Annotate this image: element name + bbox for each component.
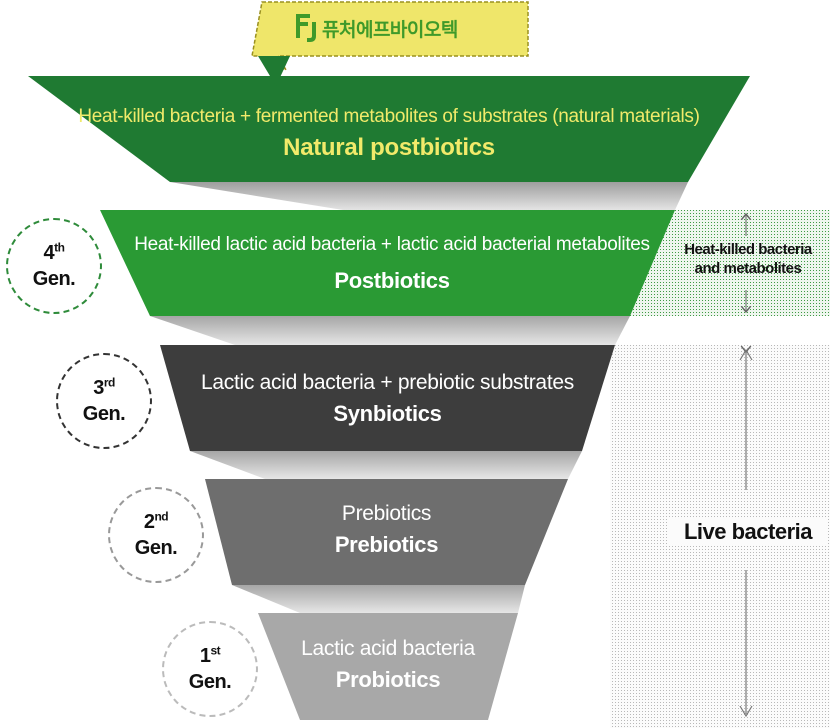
- connector-2: [150, 316, 630, 345]
- layer-probiotics-text: Lactic acid bacteria Probiotics: [258, 637, 518, 693]
- layer-postbiotics-text: Heat-killed lactic acid bacteria + lacti…: [100, 234, 684, 294]
- layer-natural-postbiotics-text: Heat-killed bacteria + fermented metabol…: [28, 106, 750, 162]
- layer-title: Prebiotics: [334, 532, 439, 557]
- generation-1-badge: 1st Gen.: [162, 621, 258, 717]
- heat-killed-label: Heat-killed bacteria and metabolites: [684, 241, 812, 277]
- layer-probiotics: [258, 613, 518, 720]
- layer-subtitle: Prebiotics: [341, 502, 432, 525]
- logo-text: 퓨처에프바이오텍: [322, 19, 458, 41]
- layer-title: Natural postbiotics: [283, 134, 495, 161]
- layer-natural-postbiotics: [28, 76, 750, 182]
- connector-3: [190, 451, 582, 479]
- logo-mark-icon: [296, 14, 316, 42]
- layer-title: Postbiotics: [334, 268, 450, 293]
- layer-subtitle: Heat-killed bacteria + fermented metabol…: [78, 106, 700, 127]
- layer-prebiotics-text: Prebiotics Prebiotics: [205, 502, 568, 558]
- live-bacteria-label: Live bacteria: [668, 519, 828, 545]
- connector-4: [232, 585, 525, 613]
- layer-title: Probiotics: [335, 667, 441, 692]
- layer-synbiotics-text: Lactic acid bacteria + prebiotic substra…: [160, 371, 615, 427]
- layer-subtitle: Heat-killed lactic acid bacteria + lacti…: [134, 234, 650, 255]
- logo-pointer: [258, 56, 290, 86]
- layer-subtitle: Lactic acid bacteria: [301, 637, 475, 660]
- layer-title: Synbiotics: [333, 401, 442, 426]
- connector-1: [170, 182, 688, 210]
- layer-subtitle: Lactic acid bacteria + prebiotic substra…: [201, 371, 574, 394]
- layer-postbiotics: [100, 210, 675, 316]
- layer-synbiotics: [160, 345, 615, 451]
- generation-4-badge: 4th Gen.: [6, 218, 102, 314]
- generation-3-badge: 3rd Gen.: [56, 353, 152, 449]
- layer-prebiotics: [205, 479, 568, 585]
- generation-2-badge: 2nd Gen.: [108, 487, 204, 583]
